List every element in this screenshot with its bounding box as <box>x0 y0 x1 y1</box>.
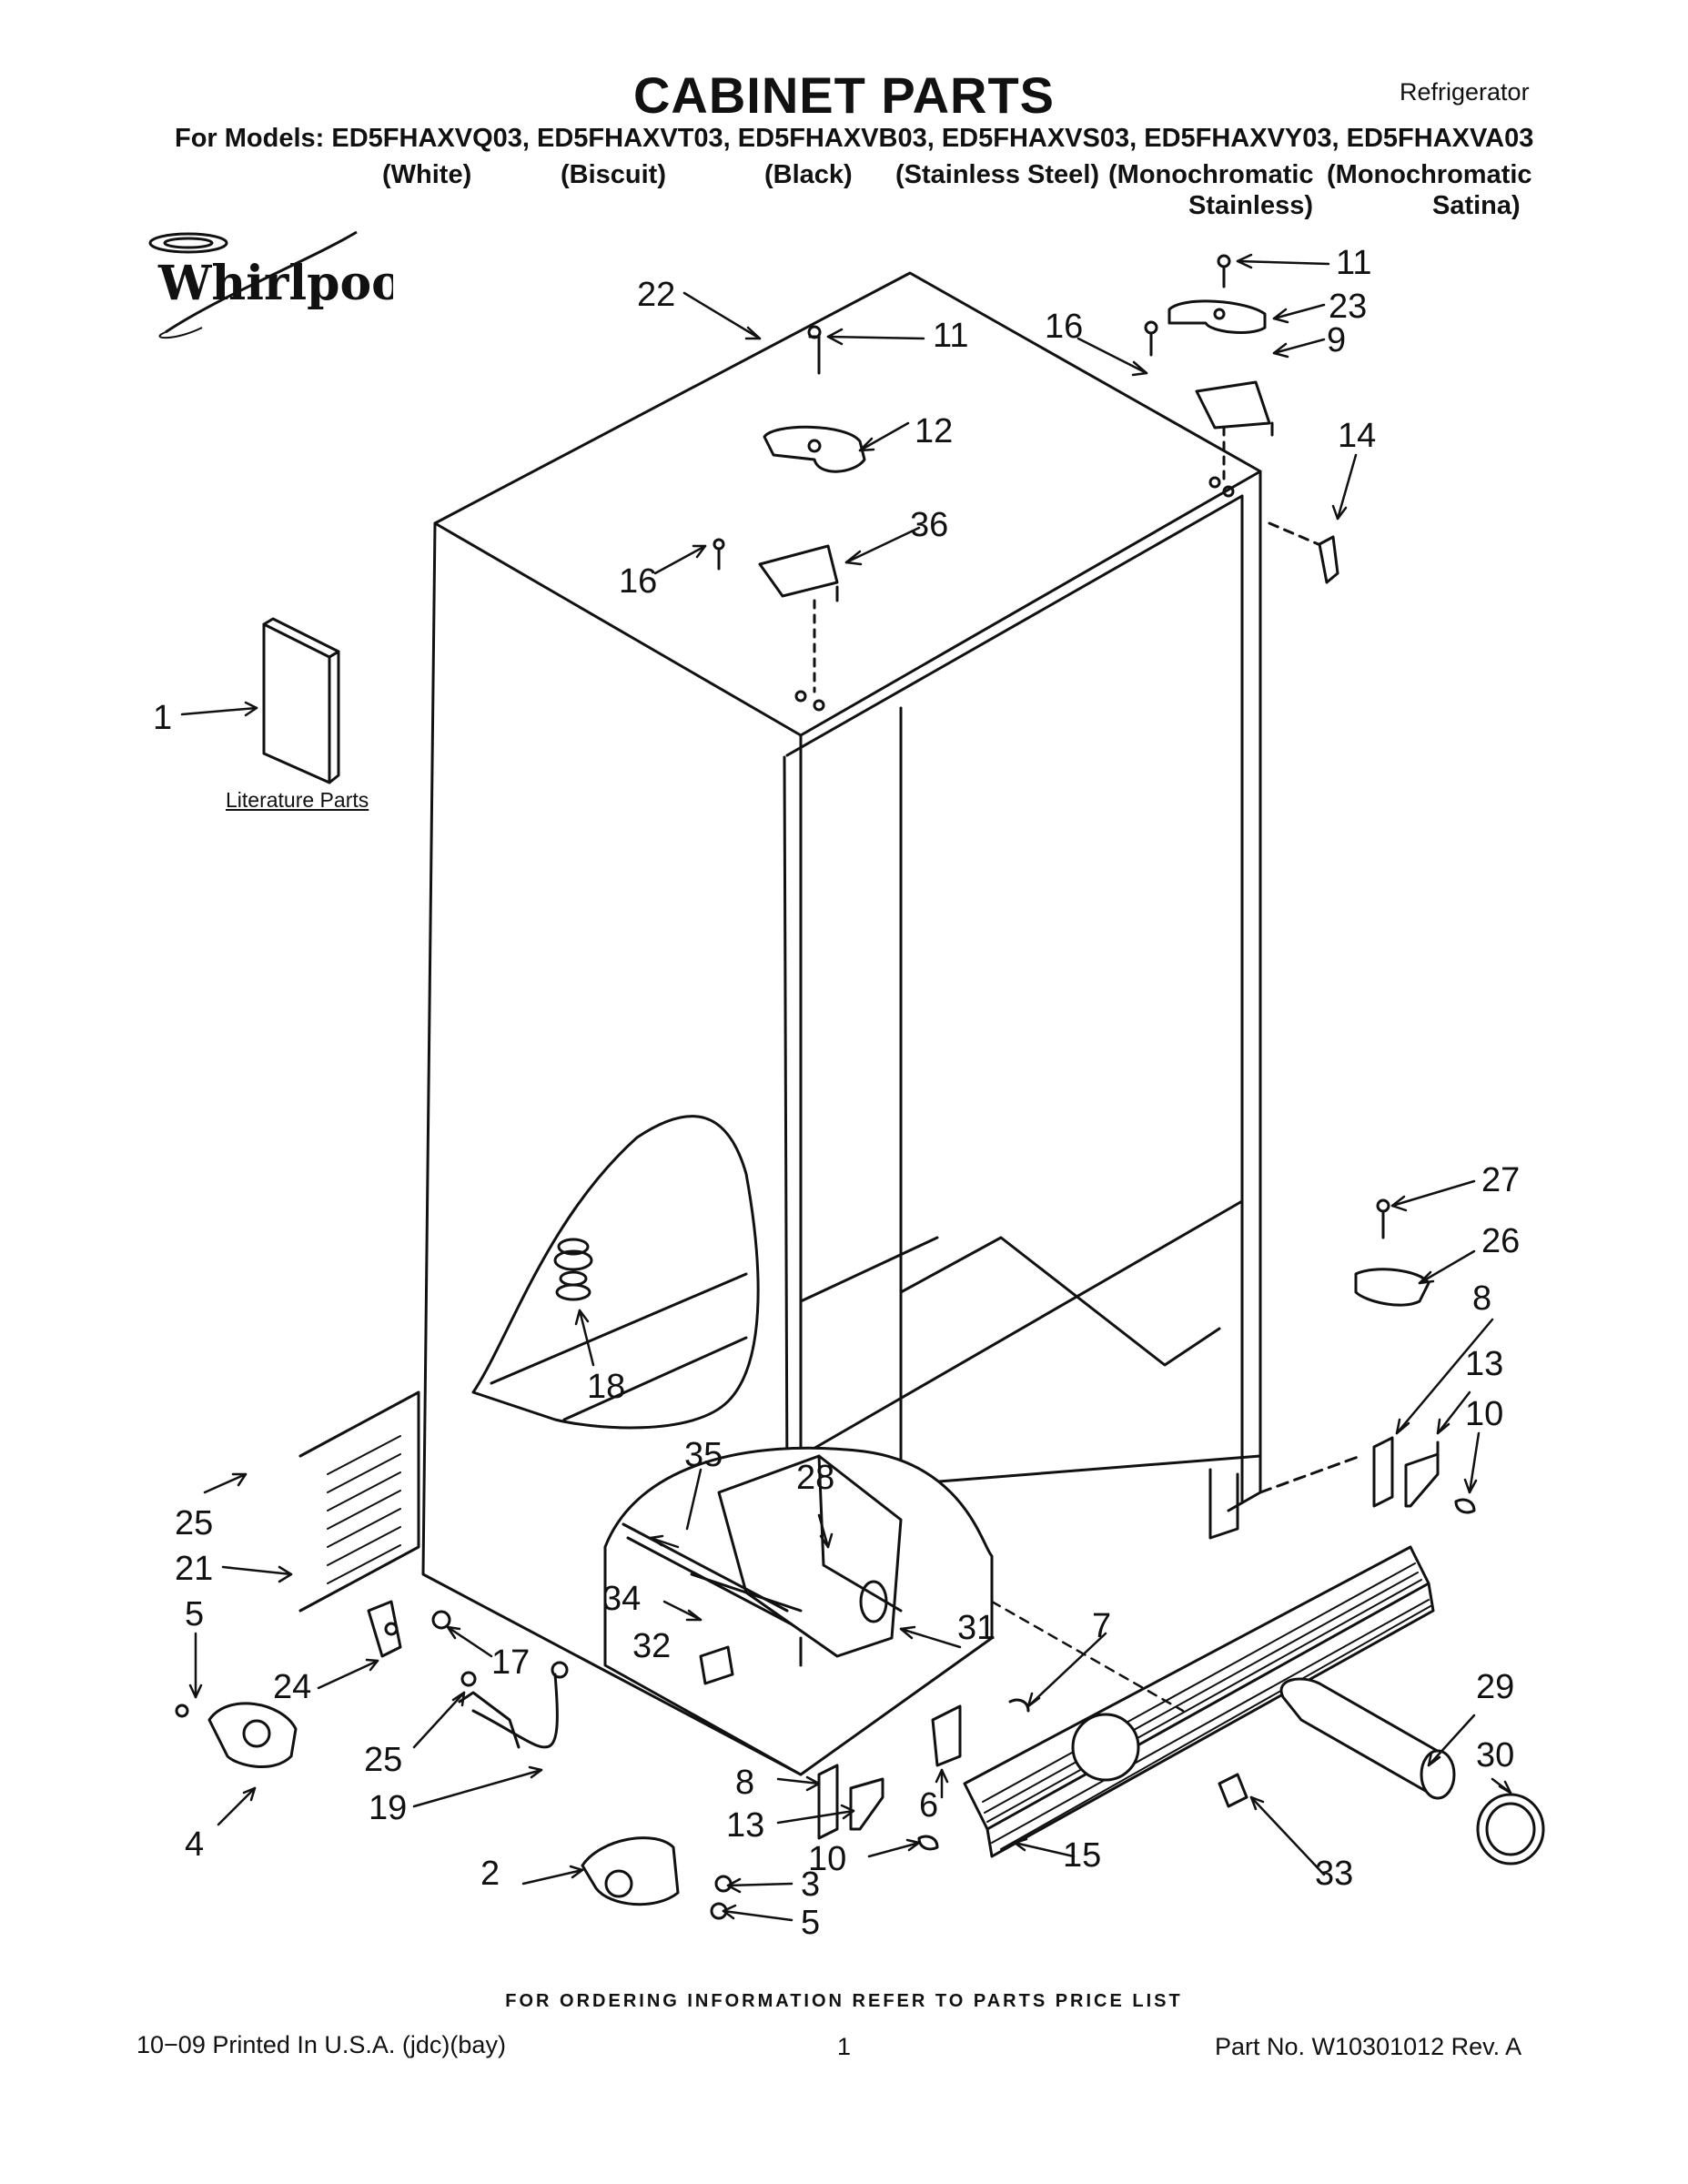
color-mono-2: (Monochromatic <box>1327 160 1532 189</box>
literature-booklet <box>262 617 340 784</box>
color-black: (Black) <box>764 160 853 189</box>
toe-grille <box>963 1545 1435 1858</box>
callout-4: 4 <box>185 1825 205 1864</box>
callout-31: 31 <box>957 1609 996 1647</box>
callout-6: 6 <box>919 1786 939 1825</box>
callout-30: 30 <box>1476 1736 1515 1774</box>
part-number: Part No. W10301012 Rev. A <box>1215 2033 1522 2060</box>
callout-7: 7 <box>1092 1607 1112 1645</box>
lower-left-parts <box>175 1600 569 1769</box>
callout-8-bottom: 8 <box>735 1764 755 1802</box>
callout-11-right: 11 <box>1336 244 1372 282</box>
callout-23: 23 <box>1329 288 1368 326</box>
callout-9: 9 <box>1327 321 1347 359</box>
callout-10-bottom: 10 <box>808 1840 847 1878</box>
water-filter <box>1279 1677 1545 1866</box>
callout-10-right: 10 <box>1465 1395 1504 1433</box>
callout-18: 18 <box>587 1368 626 1406</box>
leader-lines <box>180 253 1512 1922</box>
callout-25-bottom: 25 <box>364 1741 403 1779</box>
page-title: CABINET PARTS <box>632 66 1056 124</box>
callout-15: 15 <box>1063 1836 1102 1875</box>
callout-19: 19 <box>369 1789 408 1827</box>
callout-22: 22 <box>637 276 676 314</box>
callout-5-left: 5 <box>185 1595 205 1633</box>
drain-grommet <box>553 1238 593 1301</box>
literature-parts-label: Literature Parts <box>226 788 369 812</box>
color-stainless-2: Stainless) <box>1188 191 1313 220</box>
callout-14: 14 <box>1338 417 1377 455</box>
callout-1: 1 <box>153 699 173 737</box>
callout-25-left: 25 <box>175 1504 214 1542</box>
callout-33: 33 <box>1315 1855 1354 1893</box>
callout-11-left: 11 <box>933 317 969 355</box>
callout-3: 3 <box>801 1866 821 1904</box>
callout-5-bottom: 5 <box>801 1904 821 1942</box>
color-stainless: (Stainless Steel) <box>895 160 1100 189</box>
appliance-category: Refrigerator <box>1400 78 1530 106</box>
callout-36: 36 <box>910 506 949 544</box>
callout-16-right: 16 <box>1045 308 1084 346</box>
callout-28: 28 <box>796 1459 835 1497</box>
upper-hinge-left <box>713 325 866 712</box>
callout-32: 32 <box>632 1627 672 1665</box>
callout-27: 27 <box>1481 1161 1521 1199</box>
ordering-note: FOR ORDERING INFORMATION REFER TO PARTS … <box>505 1991 1183 2011</box>
callout-2: 2 <box>480 1855 500 1893</box>
callout-8-right: 8 <box>1472 1279 1492 1318</box>
callout-24: 24 <box>273 1668 312 1706</box>
models-line: For Models: ED5FHAXVQ03, ED5FHAXVT03, ED… <box>175 124 1534 153</box>
filter-housing <box>622 1454 903 1685</box>
callout-29: 29 <box>1476 1668 1515 1706</box>
front-roller-assembly <box>581 1698 1248 1920</box>
upper-hinge-right <box>1144 254 1339 584</box>
color-satina: Satina) <box>1432 191 1521 220</box>
color-mono-1: (Monochromatic <box>1108 160 1314 189</box>
callout-17: 17 <box>491 1643 531 1682</box>
print-info: 10−09 Printed In U.S.A. (jdc)(bay) <box>136 2031 506 2058</box>
page-number: 1 <box>837 2033 852 2060</box>
callout-13-right: 13 <box>1465 1345 1504 1383</box>
color-biscuit: (Biscuit) <box>561 160 666 189</box>
lower-right-hinge <box>1258 1198 1476 1514</box>
callout-34: 34 <box>602 1580 642 1618</box>
callout-35: 35 <box>684 1436 723 1474</box>
callout-13-bottom: 13 <box>726 1806 765 1845</box>
callout-21: 21 <box>175 1550 214 1588</box>
color-white: (White) <box>382 160 472 189</box>
svg-text:Whirlpool: Whirlpool <box>157 256 393 311</box>
callout-26: 26 <box>1481 1222 1521 1260</box>
callout-16-left: 16 <box>619 562 658 601</box>
brand-logo: Whirlpool <box>148 230 393 339</box>
callout-12: 12 <box>915 412 954 450</box>
